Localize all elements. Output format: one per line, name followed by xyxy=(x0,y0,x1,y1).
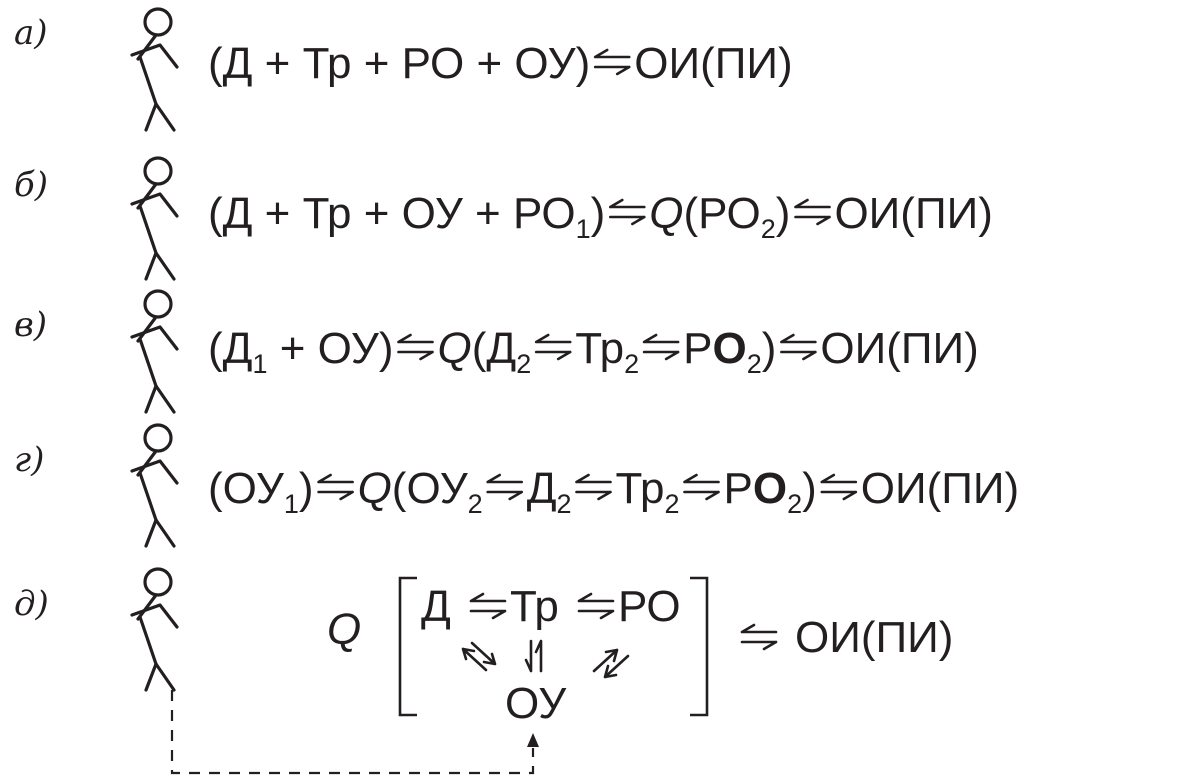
feedback-dashed-line xyxy=(170,690,535,775)
right-bracket xyxy=(690,576,709,717)
formula-token: (Д + Тр + ОУ + РО xyxy=(208,189,576,238)
formula-token: 2 xyxy=(664,489,679,519)
formula-token xyxy=(394,324,438,373)
formula-token: О xyxy=(713,324,747,373)
formula-token: ОИ(ПИ) xyxy=(820,324,978,373)
person-figure-icon xyxy=(130,567,179,692)
formula-token: 2 xyxy=(747,349,762,379)
formula-token: Q xyxy=(358,464,392,513)
formula-token: + ОУ) xyxy=(267,324,393,373)
formula-token xyxy=(790,189,834,238)
formula-token: (ОУ xyxy=(208,464,285,513)
node-ou: ОУ xyxy=(505,679,567,728)
formula-row-v: (Д1 + ОУ) Q(Д2 Тр2 РО2) ОИ(ПИ) xyxy=(208,324,979,379)
formula-token xyxy=(531,324,575,373)
formula-token: Q xyxy=(649,189,683,238)
formula-token: (РО xyxy=(684,189,761,238)
formula-token: О xyxy=(753,464,787,513)
node-d: Д xyxy=(421,582,451,631)
q-symbol: Q xyxy=(327,605,361,654)
reversible-arrow-icon xyxy=(740,623,778,651)
person-figure-icon xyxy=(130,289,179,414)
reversible-arrow-icon xyxy=(469,592,507,620)
formula-token: Тр xyxy=(575,324,624,373)
formula-token xyxy=(314,464,358,513)
formula-token: Q xyxy=(438,324,472,373)
left-bracket xyxy=(398,576,417,717)
formula-token: Р xyxy=(723,464,752,513)
formula-token: ОИ(ПИ) xyxy=(861,464,1019,513)
formula-row-b: (Д + Тр + ОУ + РО1) Q(РО2) ОИ(ПИ) xyxy=(208,189,993,244)
reversible-arrow-icon xyxy=(577,592,615,620)
formula-token: 1 xyxy=(284,489,299,519)
formula-token: 2 xyxy=(468,489,483,519)
formula-token xyxy=(679,464,723,513)
node-ro: РО xyxy=(618,582,681,631)
formula-token: 2 xyxy=(557,489,572,519)
formula-token xyxy=(639,324,683,373)
formula-token: ОИ(ПИ) xyxy=(634,39,792,88)
row-label-v: в) xyxy=(14,305,47,345)
formula-token xyxy=(483,464,527,513)
row-label-b: б) xyxy=(14,165,48,205)
formula-token: Д xyxy=(527,464,557,513)
row-label-a: а) xyxy=(14,13,48,53)
person-figure-icon xyxy=(130,7,179,132)
formula-token xyxy=(605,189,649,238)
formula-token xyxy=(817,464,861,513)
formula-token: ) xyxy=(762,324,777,373)
formula-token: Тр xyxy=(616,464,665,513)
formula-token: 2 xyxy=(761,214,776,244)
formula-token: ОИ(ПИ) xyxy=(834,189,992,238)
formula-token: 1 xyxy=(252,349,267,379)
formula-token: (Д + Тр + РО + ОУ) xyxy=(208,39,590,88)
formula-token: ) xyxy=(591,189,606,238)
formula-token: 1 xyxy=(576,214,591,244)
formula-token xyxy=(572,464,616,513)
row-label-g: г) xyxy=(14,440,44,480)
formula-token: 2 xyxy=(516,349,531,379)
formula-token: (ОУ xyxy=(392,464,469,513)
person-figure-icon xyxy=(130,156,179,281)
formula-token: ) xyxy=(802,464,817,513)
formula-token: 2 xyxy=(787,489,802,519)
diagonal-arrows-icon xyxy=(461,639,630,679)
formula-token: 2 xyxy=(624,349,639,379)
formula-token: (Д xyxy=(208,324,252,373)
formula-token xyxy=(776,324,820,373)
formula-token: (Д xyxy=(472,324,516,373)
row-label-d: д) xyxy=(14,584,49,624)
formula-token: Р xyxy=(683,324,712,373)
result-oi-pi: ОИ(ПИ) xyxy=(795,613,953,662)
formula-row-a: (Д + Тр + РО + ОУ) ОИ(ПИ) xyxy=(208,39,793,88)
formula-token: ) xyxy=(299,464,314,513)
node-tr: Тр xyxy=(510,582,559,631)
formula-token xyxy=(590,39,634,88)
feedback-arrowhead-icon xyxy=(527,733,539,747)
person-figure-icon xyxy=(130,423,179,548)
formula-row-g: (ОУ1) Q(ОУ2 Д2 Тр2 РО2) ОИ(ПИ) xyxy=(208,464,1019,519)
formula-token: ) xyxy=(776,189,791,238)
